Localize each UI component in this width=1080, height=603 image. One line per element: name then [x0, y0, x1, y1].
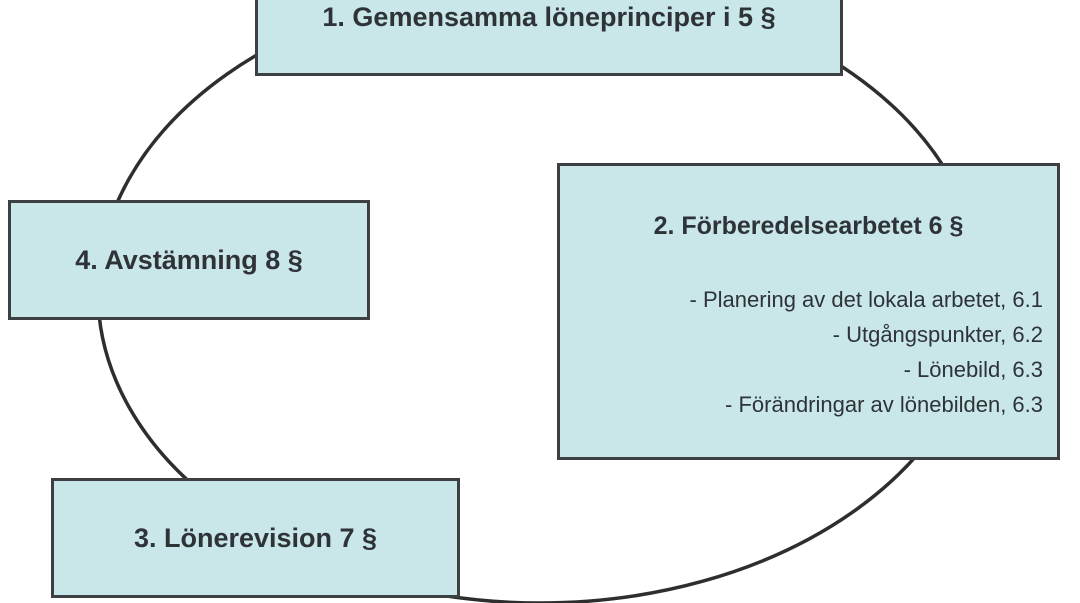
box-forberedelsearbetet-title: 2. Förberedelsearbetet 6 §	[653, 212, 964, 240]
box-lonerevision-label: 3. Lönerevision 7 §	[133, 522, 378, 553]
list-item-forandringar: - Förändringar av lönebilden, 6.3	[725, 392, 1043, 417]
box-forberedelsearbetet: 2. Förberedelsearbetet 6 § - Planering a…	[557, 163, 1060, 460]
box-gemensamma-loneprinciper: 1. Gemensamma löneprinciper i 5 §	[255, 0, 843, 76]
box-avstamning-label: 4. Avstämning 8 §	[75, 244, 303, 275]
list-item-lonebild: - Lönebild, 6.3	[903, 357, 1043, 382]
list-item-utgangspunkter: - Utgångspunkter, 6.2	[832, 322, 1043, 347]
box-forberedelsearbetet-items: - Planering av det lokala arbetet, 6.1 -…	[560, 282, 1057, 422]
box-avstamning: 4. Avstämning 8 §	[8, 200, 370, 320]
box-gemensamma-loneprinciper-label: 1. Gemensamma löneprinciper i 5 §	[322, 1, 776, 32]
box-lonerevision: 3. Lönerevision 7 §	[51, 478, 460, 598]
list-item-planering: - Planering av det lokala arbetet, 6.1	[689, 287, 1043, 312]
